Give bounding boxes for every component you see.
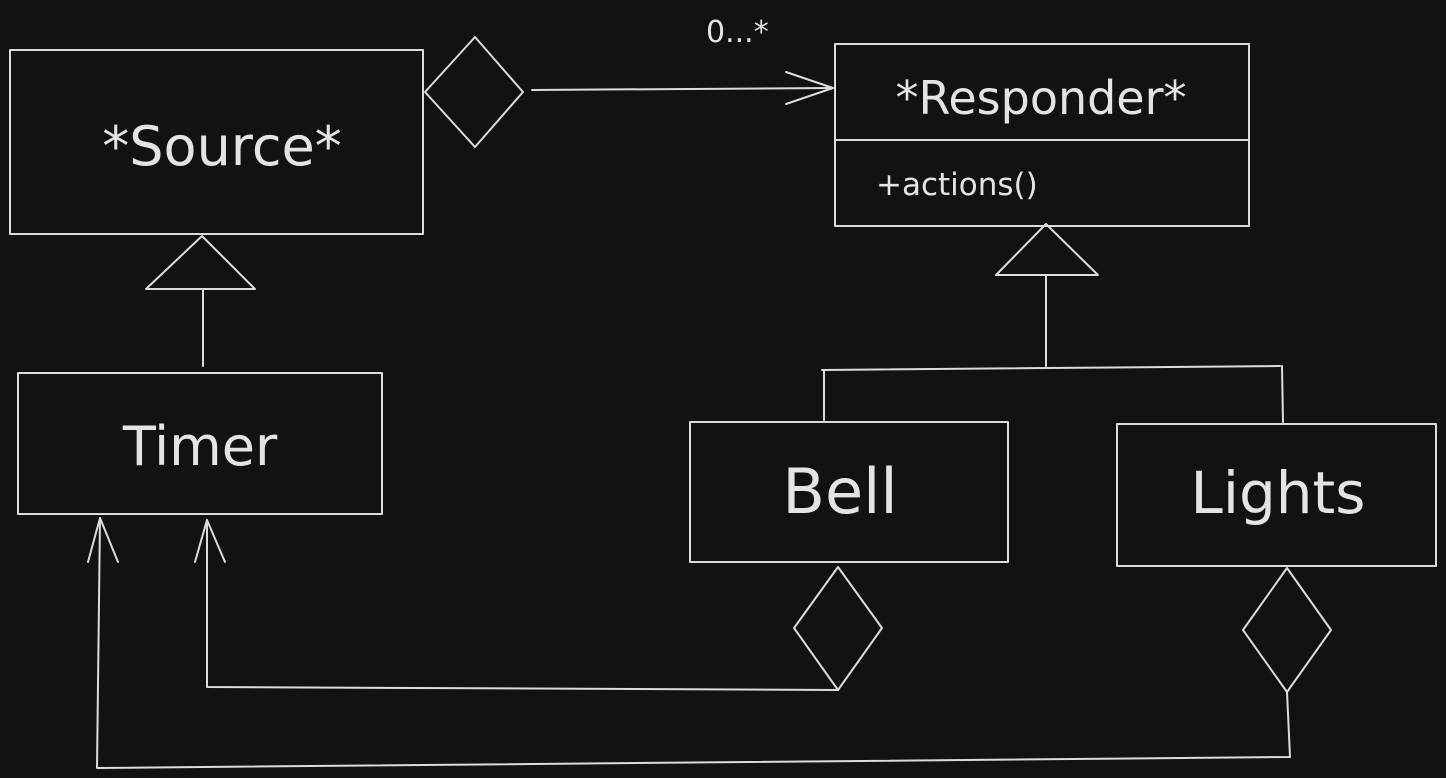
arrowhead-icon	[194, 519, 226, 563]
aggregation-lights-timer	[87, 517, 1332, 769]
class-responder[interactable]: *Responder* +actions()	[834, 43, 1250, 227]
timer-title: Timer	[122, 415, 278, 478]
multiplicity-label: 0...*	[706, 15, 769, 50]
aggregation-bell-timer	[194, 519, 883, 691]
responder-title: *Responder*	[895, 71, 1186, 125]
generalization-source	[145, 235, 256, 367]
source-title: *Source*	[102, 115, 341, 178]
lights-title: Lights	[1191, 459, 1366, 527]
inheritance-branch	[821, 365, 1281, 371]
inheritance-triangle-icon	[145, 235, 256, 290]
association-line	[206, 519, 839, 691]
generalization-responder	[821, 223, 1284, 423]
class-source[interactable]: *Source*	[9, 49, 424, 235]
association-line	[96, 517, 1291, 769]
bell-box	[689, 421, 1009, 563]
aggregation-diamond-icon	[793, 566, 883, 691]
class-lights[interactable]: Lights	[1116, 423, 1437, 567]
responder-method: +actions()	[876, 167, 1038, 203]
aggregation-source-responder: 0...*	[424, 15, 834, 148]
aggregation-diamond-icon	[424, 36, 524, 148]
inheritance-triangle-icon	[995, 223, 1099, 276]
arrowhead-icon	[785, 71, 834, 105]
arrowhead-icon	[87, 517, 119, 563]
responder-box	[834, 43, 1250, 227]
source-box	[9, 49, 424, 235]
inheritance-line-lights	[1281, 365, 1284, 423]
class-bell[interactable]: Bell	[689, 421, 1009, 563]
bell-title: Bell	[782, 455, 897, 528]
association-line	[531, 87, 834, 91]
lights-box	[1116, 423, 1437, 567]
timer-box	[17, 372, 383, 515]
aggregation-diamond-icon	[1242, 567, 1332, 693]
class-timer[interactable]: Timer	[17, 372, 383, 515]
